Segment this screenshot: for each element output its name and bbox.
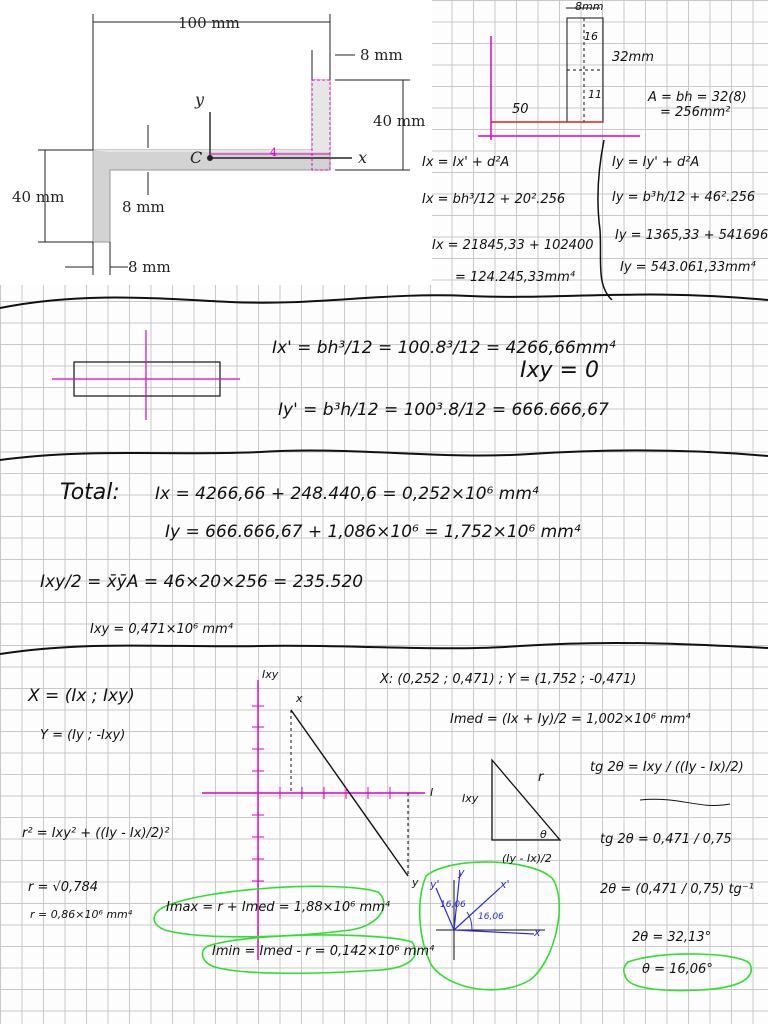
two-theta: 2θ = 32,13° [632, 930, 712, 945]
ix-line-3: Ix = 21845,33 + 102400 [432, 238, 594, 253]
ix-line-1: Ix = Ix' + d²A [422, 155, 510, 170]
pt-x-label: x [296, 692, 303, 705]
wavy-divider-3 [0, 641, 768, 655]
magenta-flange-outline [311, 79, 331, 171]
wavy-divider-1 [0, 293, 768, 309]
section2-sketch [52, 330, 240, 420]
rot-angle-b: 16,06 [478, 912, 504, 922]
iy-line-4: Iy = 543.061,33mm⁴ [620, 260, 756, 275]
rotated-y-axis [435, 887, 455, 931]
dim-height-left-label: 40 mm [12, 188, 65, 206]
rot-y1-label: y' [430, 878, 440, 891]
total-label: Total: [60, 480, 120, 505]
pt-y-label: y [412, 876, 419, 889]
i-min: Imin = Imed - r = 0,142×10⁶ mm⁴ [212, 944, 435, 959]
ixy-half-eq: Ixy/2 = x̄ȳA = 46×20×256 = 235.520 [40, 572, 364, 592]
centroid-label: C [190, 148, 203, 167]
axis-x-label: x [358, 148, 368, 167]
imin-highlight [201, 934, 417, 975]
i-max: Imax = r + Imed = 1,88×10⁶ mm⁴ [166, 900, 390, 915]
rot-x1-label: x' [500, 878, 510, 891]
iy-line-2: Iy = b³h/12 + 46².256 [612, 190, 756, 205]
area-line-1: A = bh = 32(8) [648, 90, 747, 105]
dim-web-thickness-label: 8 mm [122, 198, 165, 216]
rot-y-label: y [458, 866, 465, 879]
dim-flange-label: 8 mm [360, 46, 403, 64]
area-line-2: = 256mm² [660, 105, 731, 120]
ix-line-2: Ix = bh³/12 + 20².256 [422, 192, 566, 207]
ixy-zero: Ixy = 0 [520, 358, 599, 383]
i-med: Imed = (Ix + Iy)/2 = 1,002×10⁶ mm⁴ [450, 712, 691, 727]
theta-result: θ = 16,06° [642, 962, 713, 977]
tri-base: (Iy - Ix)/2 [502, 852, 552, 865]
iy-line-1: Iy = Iy' + d²A [612, 155, 700, 170]
magenta-4-label: 4 [270, 146, 277, 159]
axis-i-label: I [430, 786, 434, 799]
angle-section-drawing [38, 14, 410, 275]
iy-prime-eq: Iy' = b³h/12 = 100³.8/12 = 666.666,67 [278, 400, 609, 420]
dim-width-label: 100 mm [178, 14, 240, 32]
rot-angle-a: 16,06 [440, 900, 466, 910]
rotated-x-axis [453, 887, 501, 931]
rot-x-label: x [534, 926, 541, 939]
angle-section-figure: 100 mm 8 mm 40 mm 40 mm 8 mm 8 mm y x C … [0, 0, 432, 285]
axis-ixy-label: Ixy [262, 668, 279, 681]
tg-eq: tg 2θ = Ixy / ((Iy - Ix)/2) [590, 760, 744, 775]
wavy-divider-2 [0, 449, 768, 461]
divider-vertical [597, 139, 613, 300]
label-32mm: 32mm [612, 50, 654, 65]
ix-total-eq: Ix = 4266,66 + 248.440,6 = 0,252×10⁶ mm⁴ [155, 484, 539, 504]
iy-total-eq: Iy = 666.666,67 + 1,086×10⁶ = 1,752×10⁶ … [165, 522, 581, 542]
imax-highlight [153, 885, 385, 938]
ix-prime-eq: Ix' = bh³/12 = 100.8³/12 = 4266,66mm⁴ [272, 338, 616, 358]
mohr-diameter-line [290, 709, 409, 877]
label-11: 11 [588, 88, 602, 101]
ix-line-4: = 124.245,33mm⁴ [455, 270, 575, 285]
r-eq: r² = Ixy² + ((Iy - Ix)/2)² [22, 826, 170, 841]
tri-ixy: Ixy [462, 792, 479, 805]
dim-height-right-label: 40 mm [373, 112, 426, 130]
tri-theta: θ [540, 828, 547, 841]
top-dim-label: 8mm [575, 0, 604, 13]
centroid-dot [207, 155, 213, 161]
section1-sketch [478, 7, 640, 300]
r-sqrt: r = √0,784 [28, 880, 99, 895]
two-theta-eq: 2θ = (0,471 / 0,75) tg⁻¹ [600, 882, 754, 897]
theta-highlight [623, 953, 752, 992]
angle-triangle [491, 758, 562, 841]
dim-bottom-thickness-label: 8 mm [128, 258, 171, 276]
ixy-total-eq: Ixy = 0,471×10⁶ mm⁴ [90, 622, 233, 637]
axis-y-label: y [195, 90, 205, 109]
rotation-highlight [418, 861, 560, 991]
x-def: X = (Ix ; Ixy) [28, 686, 135, 706]
r-val: r = 0,86×10⁶ mm⁴ [30, 908, 133, 921]
label-16: 16 [584, 30, 598, 43]
tg-val: tg 2θ = 0,471 / 0,75 [600, 832, 732, 847]
iy-line-3: Iy = 1365,33 + 541696 [615, 228, 768, 243]
tri-r: r [538, 770, 544, 785]
mohr-points: X: (0,252 ; 0,471) ; Y = (1,752 ; -0,471… [380, 672, 637, 687]
y-def: Y = (Iy ; -Ixy) [40, 728, 126, 743]
label-50: 50 [512, 102, 529, 117]
